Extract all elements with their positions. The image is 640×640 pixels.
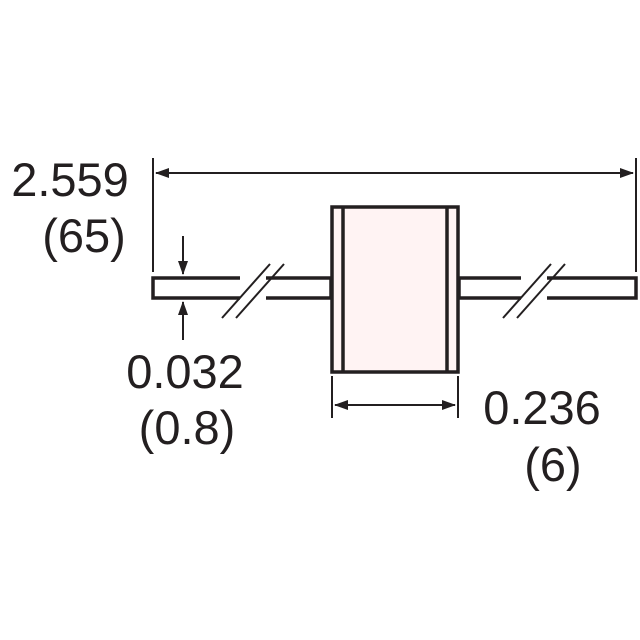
overall-length-mm: (65) [42, 209, 126, 262]
overall-length-dimension: 2.559 (65) [11, 153, 637, 272]
right-lead [457, 276, 638, 300]
lead-diameter-inches: 0.032 [126, 345, 244, 398]
body-outline [330, 205, 460, 374]
lead-diameter-dimension: 0.032 (0.8) [126, 236, 244, 454]
body-length-dimension: 0.236 (6) [331, 376, 601, 491]
body-length-mm: (6) [524, 438, 581, 491]
left-lead-break-mark [221, 263, 285, 319]
component-body [330, 205, 460, 374]
lead-diameter-mm: (0.8) [139, 401, 236, 454]
right-lead-break-mark [502, 263, 566, 319]
overall-length-inches: 2.559 [11, 153, 129, 206]
body-length-inches: 0.236 [483, 381, 601, 434]
